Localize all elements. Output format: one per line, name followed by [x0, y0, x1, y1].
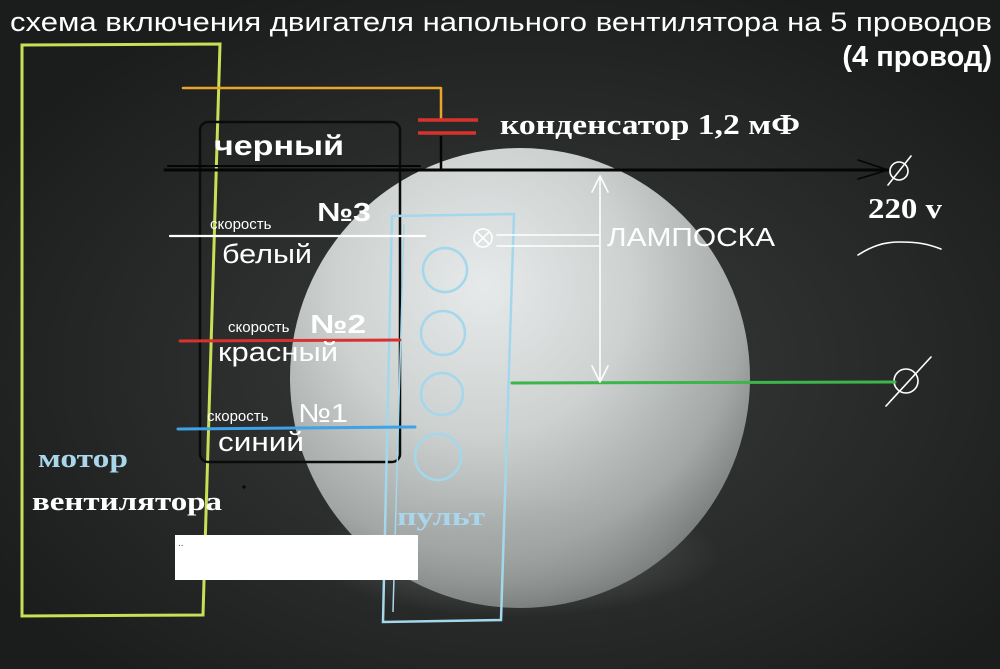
speed-2-number: №2 — [310, 309, 366, 339]
power-label: 220 v — [868, 194, 942, 225]
motor-label-line1: мотор — [38, 444, 128, 473]
terminal-top-icon — [887, 155, 912, 186]
remote-button-4 — [413, 432, 463, 482]
speed-1-caption: скорость — [207, 408, 269, 425]
remote-buttons — [413, 246, 469, 482]
speed-3-caption: скорость — [210, 216, 272, 233]
diagram-subtitle: (4 провод) — [842, 41, 992, 73]
motor-outline — [20, 42, 222, 618]
remote-outline — [381, 212, 516, 624]
speed-3-number: №3 — [317, 197, 371, 227]
black-wire-arrowhead — [857, 159, 889, 180]
lamp-icon — [473, 228, 493, 248]
white-wire-label: белый — [222, 239, 312, 269]
remote-button-2 — [419, 309, 467, 357]
green-wire — [510, 380, 897, 385]
connector-block-outline — [198, 120, 402, 464]
diagram-title: схема включения двигателя напольного вен… — [10, 7, 992, 37]
remote-button-3 — [419, 371, 465, 417]
ac-tilde-icon — [857, 241, 942, 256]
black-wire-label: черный — [214, 130, 344, 161]
blue-wire-label: синий — [218, 427, 304, 457]
blue-wire — [176, 425, 417, 431]
capacitor-label: конденсатор 1,2 мФ — [500, 110, 800, 141]
remote-label: пульт — [397, 502, 485, 531]
blank-white-box — [175, 535, 418, 580]
red-wire — [178, 338, 402, 343]
orange-wire — [181, 86, 443, 120]
lamp-label: ЛАМПОСКА — [607, 222, 776, 252]
double-arrow-icon — [591, 175, 609, 383]
speed-2-caption: скорость — [228, 319, 290, 336]
red-wire-label: красный — [218, 337, 338, 367]
fan-dome-photo — [290, 148, 750, 617]
blank-white-box-marks: .. — [178, 538, 184, 549]
speed-1-number: №1 — [298, 398, 348, 428]
remote-button-1 — [421, 246, 469, 294]
stray-dot — [242, 485, 246, 489]
motor-label-line2: вентилятора — [32, 487, 222, 516]
